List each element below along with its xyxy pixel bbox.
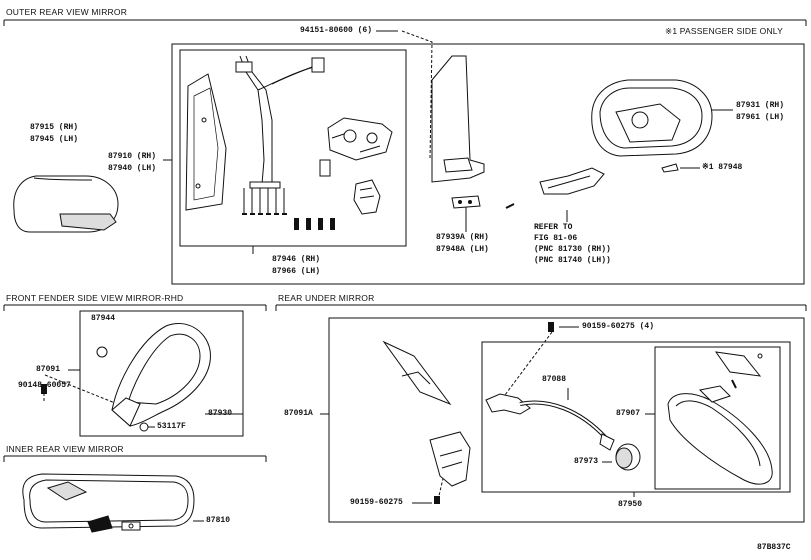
figure-code: 87B837C (757, 543, 791, 552)
part-87945[interactable]: 87945 (LH) (30, 135, 79, 144)
refer-to-line-1: REFER TO (534, 223, 573, 232)
part-87946[interactable]: 87946 (RH) (272, 255, 321, 264)
part-87810[interactable]: 87810 (206, 516, 231, 525)
rear-under-section-rule (275, 304, 807, 311)
refer-to-line-4: (PNC 81740 (LH)) (534, 256, 611, 265)
part-87944[interactable]: 87944 (91, 314, 116, 323)
connector-small (319, 159, 331, 177)
part-87948A[interactable]: 87948A (LH) (436, 245, 489, 254)
refer-to-line-3: (PNC 81730 (RH)) (534, 245, 611, 254)
base-bracket-rear (429, 431, 471, 487)
section-title-fender: FRONT FENDER SIDE VIEW MIRROR-RHD (6, 293, 184, 303)
connector-plug (353, 179, 381, 215)
screw-90159-bottom (434, 496, 440, 504)
section-title-inner: INNER REAR VIEW MIRROR (6, 444, 124, 454)
outer-section-rule (3, 19, 807, 26)
rear-under-box-mid (481, 341, 791, 493)
part-53117F[interactable]: 53117F (157, 422, 186, 431)
harness-sub-box (179, 49, 407, 247)
outer-assembly-box (171, 43, 805, 285)
part-87088[interactable]: 87088 (542, 375, 567, 384)
screw-90148 (41, 384, 47, 394)
part-90159-60275[interactable]: 90159-60275 (350, 498, 403, 507)
part-87939A[interactable]: 87939A (RH) (436, 233, 489, 242)
mirror-base-87939A (431, 55, 485, 183)
cap-87973 (615, 443, 641, 471)
part-87910[interactable]: 87910 (RH) (108, 152, 157, 161)
turn-signal-lamp (539, 167, 605, 195)
harness-bracket-87910 (185, 73, 227, 211)
mirror-cover-87915 (13, 175, 119, 233)
rear-under-box-outer (328, 317, 805, 523)
part-87091[interactable]: 87091 (36, 365, 61, 374)
refer-to-line-2[interactable]: FIG 81-06 (534, 234, 578, 243)
screws-87946 (294, 218, 335, 230)
part-94151-80600[interactable]: 94151-80600 (6) (300, 26, 373, 35)
section-title-outer: OUTER REAR VIEW MIRROR (6, 7, 128, 17)
part-87948[interactable]: ※1 87948 (702, 163, 743, 172)
gasket-87939 (451, 195, 481, 209)
part-87907[interactable]: 87907 (616, 409, 641, 418)
mirror-housing-87931 (591, 79, 713, 157)
inner-section-rule (3, 455, 267, 462)
inner-mirror-87810 (22, 473, 195, 533)
section-title-rear-under: REAR UNDER MIRROR (278, 293, 375, 303)
part-87915[interactable]: 87915 (RH) (30, 123, 79, 132)
part-87930[interactable]: 87930 (208, 409, 233, 418)
fender-mirror-87930 (111, 322, 211, 427)
rear-under-box-inner (654, 346, 781, 490)
part-87091A[interactable]: 87091A (284, 409, 313, 418)
part-87966[interactable]: 87966 (LH) (272, 267, 321, 276)
part-90148-60057[interactable]: 90148-60057 (18, 381, 71, 390)
mirror-motor-actuator (327, 117, 393, 161)
mirror-87907 (667, 351, 773, 485)
screw-90159-top (548, 322, 554, 332)
bracket-87088 (485, 393, 615, 451)
part-87940[interactable]: 87940 (LH) (108, 164, 157, 173)
mirror-glass-87091A (382, 340, 452, 406)
part-87973[interactable]: 87973 (574, 457, 599, 466)
nut-53117F (139, 422, 149, 432)
part-87950[interactable]: 87950 (618, 500, 643, 509)
part-90159-60275-4[interactable]: 90159-60275 (4) (582, 322, 655, 331)
bolt-icon (505, 203, 515, 209)
clip-87948 (661, 163, 679, 173)
fender-assembly-box (79, 310, 244, 437)
part-87961[interactable]: 87961 (LH) (736, 113, 785, 122)
fender-section-rule (3, 304, 267, 311)
grommet-87944 (96, 346, 108, 358)
passenger-side-note: ※1 PASSENGER SIDE ONLY (665, 26, 783, 36)
part-87931[interactable]: 87931 (RH) (736, 101, 785, 110)
wire-harness (235, 55, 325, 215)
